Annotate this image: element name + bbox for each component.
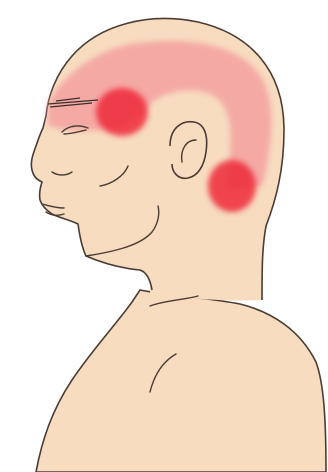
forehead-region: [96, 88, 148, 136]
occipital-region: [208, 160, 256, 212]
torso-shape: [36, 290, 326, 472]
